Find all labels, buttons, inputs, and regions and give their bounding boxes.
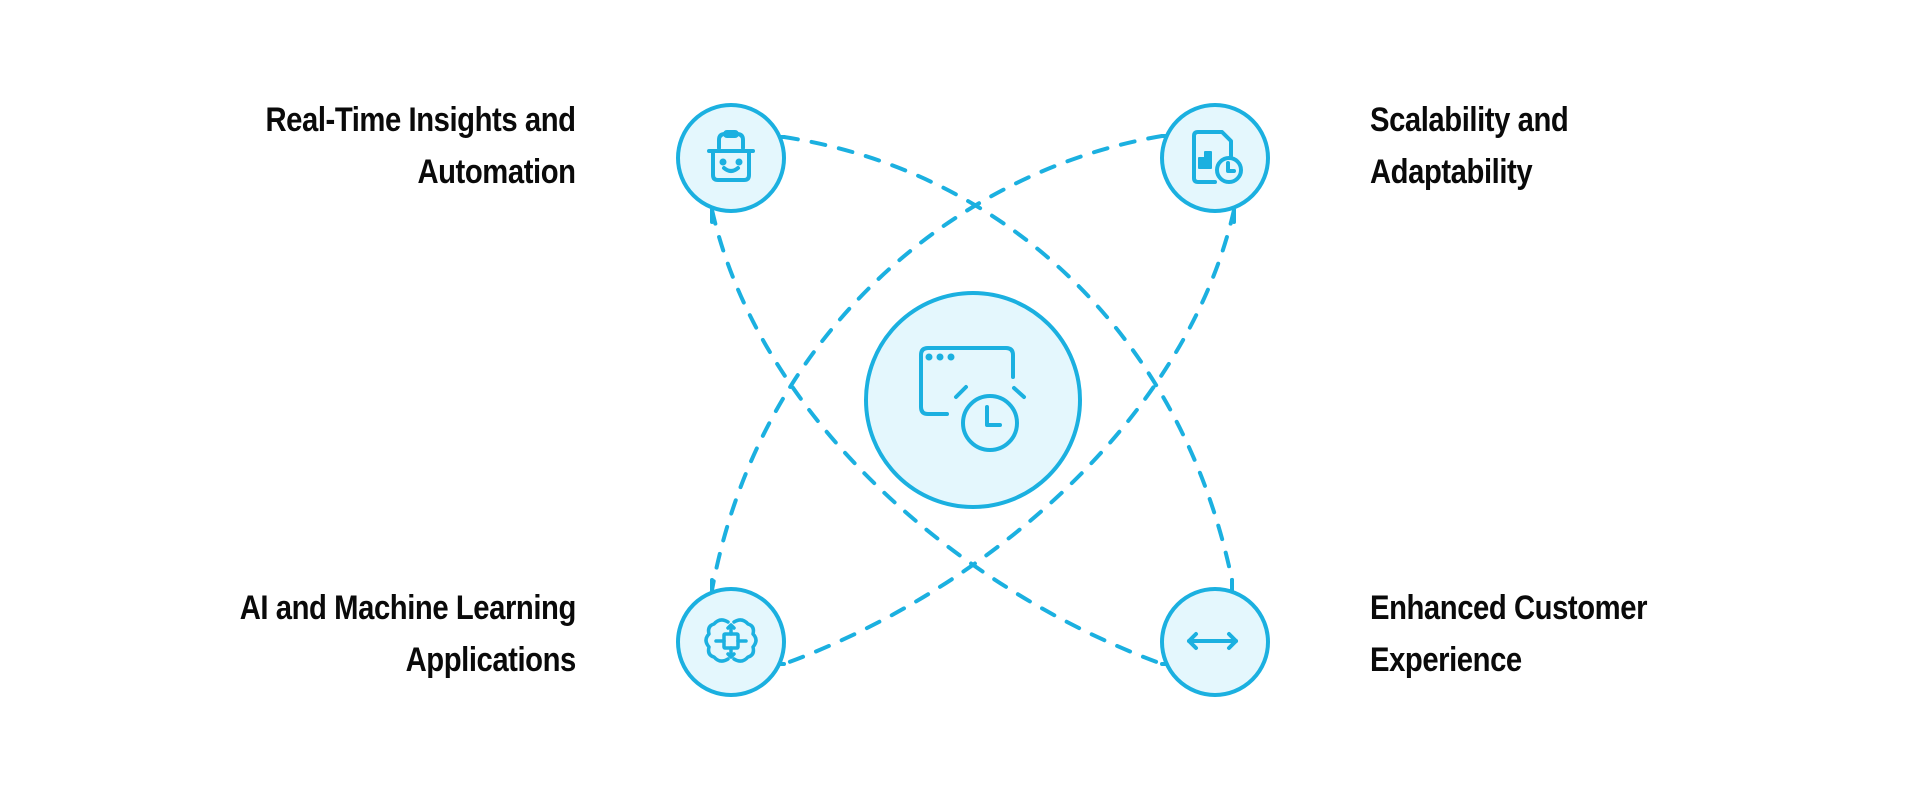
label-line: AI and Machine Learning [239, 589, 577, 627]
label-line: Applications [405, 641, 577, 679]
node-bl [676, 587, 786, 697]
node-tr [1160, 103, 1270, 213]
brain-chip-icon [704, 618, 758, 663]
node-tl [676, 103, 786, 213]
dashed-connector-tr-bl-upper [710, 134, 1164, 592]
dashed-connector-tr-bl-lower [782, 208, 1236, 666]
node-br [1160, 587, 1270, 697]
document-chart-clock-icon [1192, 130, 1243, 184]
browser-window-clock-icon [919, 346, 1026, 452]
label-line: Adaptability [1370, 153, 1533, 191]
label-line: Automation [417, 153, 577, 191]
double-arrow-horizontal-icon [1187, 632, 1238, 650]
node-label-scalability: Scalability and Adaptability [1370, 94, 1569, 198]
label-line: Experience [1370, 641, 1522, 679]
label-line: Scalability and [1370, 101, 1569, 139]
dashed-connector-tl-br-upper [782, 135, 1234, 582]
node-label-ai-ml: AI and Machine Learning Applications [239, 582, 577, 686]
node-label-customer-experience: Enhanced Customer Experience [1370, 582, 1647, 686]
dashed-connector-tl-br-lower [710, 208, 1164, 666]
center-node [864, 291, 1082, 509]
smiling-basket-icon [707, 130, 755, 182]
label-line: Enhanced Customer [1370, 589, 1648, 627]
label-line: Real-Time Insights and [265, 101, 577, 139]
node-label-real-time-insights: Real-Time Insights and Automation [265, 94, 577, 198]
